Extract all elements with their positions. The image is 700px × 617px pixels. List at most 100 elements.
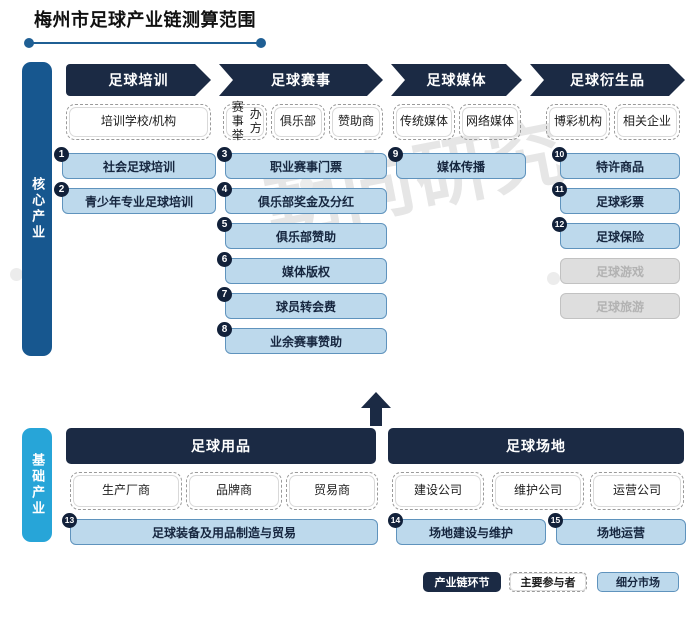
watermark-dot (547, 272, 560, 285)
participant-box[interactable]: 传统媒体 (393, 104, 455, 140)
base-stage-header-1[interactable]: 足球用品 (66, 428, 376, 464)
segment-box[interactable]: 足球彩票 (560, 188, 680, 214)
band-core-industry: 核心产业 (22, 62, 52, 356)
segment-number-badge: 3 (217, 147, 232, 162)
base-stage-header-2[interactable]: 足球场地 (388, 428, 684, 464)
participant-label: 贸易商 (289, 475, 375, 507)
segment-label: 足球彩票 (595, 194, 644, 209)
participant-label: 传统媒体 (396, 107, 452, 137)
segment-label: 青少年专业足球培训 (84, 194, 193, 209)
segment-box[interactable]: 场地建设与维护 (396, 519, 546, 545)
page-title-text: 梅州市足球产业链测算范围 (34, 10, 256, 30)
participant-label: 运营公司 (593, 475, 681, 507)
title-dot-left-icon (24, 38, 34, 48)
participant-box[interactable]: 赛事举办方 (223, 100, 267, 142)
page-title: 梅州市足球产业链测算范围 (24, 8, 256, 32)
chain-stage-header-4[interactable]: 足球衍生品 (530, 64, 685, 96)
segment-box[interactable]: 媒体版权 (225, 258, 387, 284)
participant-box[interactable]: 培训学校/机构 (66, 104, 211, 140)
segment-box[interactable]: 球员转会费 (225, 293, 387, 319)
title-rule-bar (30, 42, 260, 44)
segment-label: 场地运营 (596, 525, 645, 540)
segment-label: 足球旅游 (595, 299, 644, 314)
segment-label: 足球装备及用品制造与贸易 (151, 525, 296, 540)
band-base-industry-label: 基础产业 (30, 453, 46, 517)
chain-stage-header-label: 足球赛事 (271, 72, 331, 88)
segment-label: 足球保险 (595, 229, 644, 244)
segment-box-disabled: 足球游戏 (560, 258, 680, 284)
participant-box[interactable]: 运营公司 (590, 472, 684, 510)
watermark-dot (300, 178, 313, 191)
participant-label: 赛事举办方 (226, 100, 264, 142)
participant-box[interactable]: 赞助商 (329, 104, 383, 140)
segment-label: 职业赛事门票 (269, 159, 342, 174)
segment-number-badge: 14 (388, 513, 403, 528)
segment-number-badge: 8 (217, 322, 232, 337)
segment-box[interactable]: 特许商品 (560, 153, 680, 179)
participant-label: 品牌商 (189, 475, 279, 507)
legend-item-label: 产业链环节 (434, 577, 490, 589)
participant-label: 赞助商 (332, 107, 380, 137)
base-stage-header-label: 足球用品 (191, 438, 251, 454)
participant-box[interactable]: 俱乐部 (271, 104, 325, 140)
chain-stage-header-1[interactable]: 足球培训 (66, 64, 211, 96)
chain-stage-header-label: 足球媒体 (426, 72, 487, 88)
participant-box[interactable]: 贸易商 (286, 472, 378, 510)
segment-number-badge: 4 (217, 182, 232, 197)
participant-label: 培训学校/机构 (69, 107, 208, 137)
segment-label: 俱乐部奖金及分红 (257, 194, 354, 209)
participant-box[interactable]: 博彩机构 (546, 104, 610, 140)
segment-number-badge: 9 (388, 147, 403, 162)
legend-item-dark: 产业链环节 (423, 572, 501, 592)
segment-box[interactable]: 场地运营 (556, 519, 686, 545)
chain-stage-header-3[interactable]: 足球媒体 (391, 64, 522, 96)
segment-box-disabled: 足球旅游 (560, 293, 680, 319)
participant-label: 维护公司 (495, 475, 581, 507)
segment-label: 媒体版权 (281, 264, 330, 279)
segment-label: 球员转会费 (275, 299, 336, 314)
participant-label: 俱乐部 (274, 107, 322, 137)
upward-arrow-icon (361, 392, 391, 426)
segment-box[interactable]: 职业赛事门票 (225, 153, 387, 179)
segment-label: 业余赛事赞助 (269, 334, 342, 349)
participant-box[interactable]: 生产厂商 (70, 472, 182, 510)
participant-label: 网络媒体 (462, 107, 518, 137)
segment-box[interactable]: 俱乐部赞助 (225, 223, 387, 249)
segment-box[interactable]: 业余赛事赞助 (225, 328, 387, 354)
segment-label: 特许商品 (595, 159, 644, 174)
segment-box[interactable]: 媒体传播 (396, 153, 526, 179)
band-core-industry-label: 核心产业 (30, 177, 46, 241)
legend-item-dash: 主要参与者 (509, 572, 587, 592)
chain-stage-header-label: 足球培训 (108, 72, 169, 88)
participant-box[interactable]: 品牌商 (186, 472, 282, 510)
segment-box[interactable]: 足球装备及用品制造与贸易 (70, 519, 378, 545)
watermark-dot (10, 268, 23, 281)
participant-box[interactable]: 建设公司 (392, 472, 484, 510)
band-base-industry: 基础产业 (22, 428, 52, 542)
participant-label: 博彩机构 (549, 107, 607, 137)
segment-box[interactable]: 俱乐部奖金及分红 (225, 188, 387, 214)
segment-label: 媒体传播 (436, 159, 485, 174)
participant-box[interactable]: 维护公司 (492, 472, 584, 510)
segment-label: 俱乐部赞助 (275, 229, 336, 244)
segment-number-badge: 5 (217, 217, 232, 232)
legend-item-label: 主要参与者 (510, 573, 586, 591)
title-underline (24, 38, 266, 48)
legend-item-label: 细分市场 (616, 577, 660, 589)
segment-number-badge: 7 (217, 287, 232, 302)
chain-stage-header-label: 足球衍生品 (570, 72, 645, 88)
legend-item-light: 细分市场 (597, 572, 679, 592)
segment-box[interactable]: 社会足球培训 (62, 153, 216, 179)
participant-box[interactable]: 相关企业 (614, 104, 680, 140)
participant-label: 建设公司 (395, 475, 481, 507)
base-stage-header-label: 足球场地 (506, 438, 566, 454)
segment-box[interactable]: 青少年专业足球培训 (62, 188, 216, 214)
segment-number-badge: 2 (54, 182, 69, 197)
segment-number-badge: 11 (552, 182, 567, 197)
segment-label: 足球游戏 (595, 264, 644, 279)
participant-box[interactable]: 网络媒体 (459, 104, 521, 140)
segment-box[interactable]: 足球保险 (560, 223, 680, 249)
chain-stage-header-2[interactable]: 足球赛事 (219, 64, 383, 96)
segment-number-badge: 13 (62, 513, 77, 528)
